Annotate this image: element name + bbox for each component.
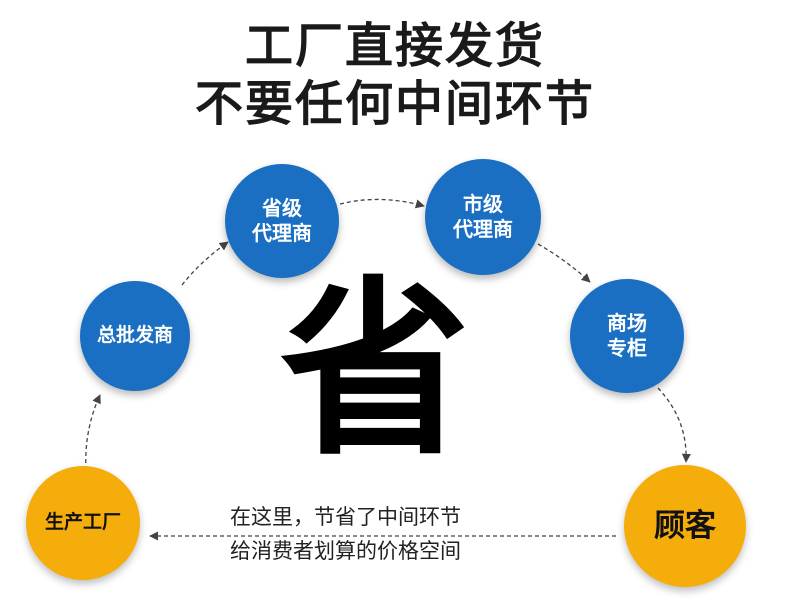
node-city-line2: 代理商: [453, 217, 513, 241]
node-mall-counter: 商场 专柜: [570, 279, 684, 393]
node-factory: 生产工厂: [26, 466, 140, 580]
node-mall-line1: 商场: [607, 311, 647, 335]
title-line-1: 工厂直接发货: [244, 18, 545, 74]
node-mall-line2: 专柜: [607, 336, 647, 360]
node-city-agent: 市级 代理商: [425, 159, 541, 275]
node-wholesaler-label: 总批发商: [96, 324, 173, 347]
arrow-mall-to-customer: [657, 387, 691, 463]
node-city-line1: 市级: [463, 192, 503, 216]
node-provincial-line1: 省级: [262, 196, 302, 220]
caption-line-1: 在这里，节省了中间环节: [230, 505, 461, 529]
arrow-wholesaler-to-provincial: [181, 241, 229, 286]
arrow-provincial-to-city: [339, 198, 425, 209]
node-factory-label: 生产工厂: [44, 511, 121, 534]
caption-line-2: 给消费者划算的价格空间: [230, 539, 461, 563]
node-provincial-agent: 省级 代理商: [225, 164, 339, 278]
node-wholesaler: 总批发商: [80, 281, 190, 391]
node-customer-label: 顾客: [654, 507, 716, 544]
center-character: 省: [280, 258, 471, 481]
node-provincial-line2: 代理商: [252, 221, 312, 245]
arrow-city-to-mall: [537, 243, 591, 283]
title-line-2: 不要任何中间环节: [194, 76, 595, 132]
caption: 在这里，节省了中间环节 给消费者划算的价格空间: [230, 500, 530, 568]
node-customer: 顾客: [624, 465, 746, 587]
arrow-factory-to-wholesaler: [85, 394, 101, 471]
